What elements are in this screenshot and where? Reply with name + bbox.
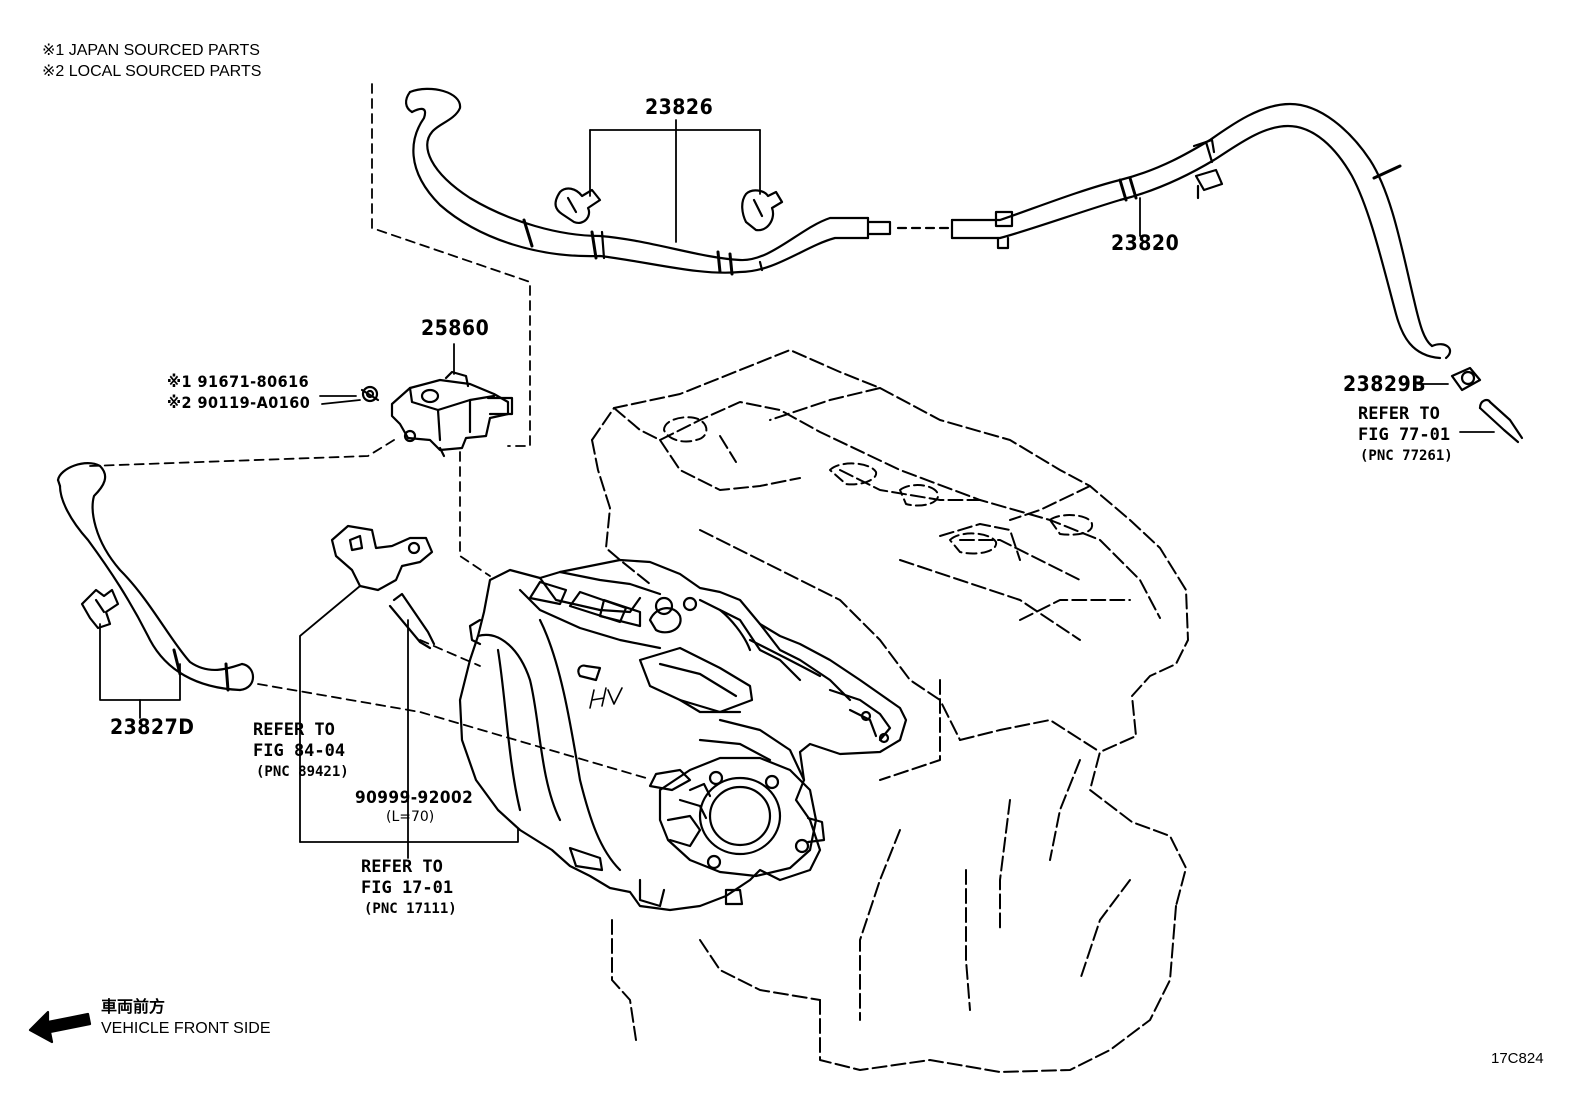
refer-to-label-17: REFER TO (361, 857, 443, 877)
pnc-89421-label: (PNC 89421) (256, 764, 349, 780)
fig-84-04-link[interactable]: FIG 84-04 (253, 741, 346, 761)
pnc-17111-label: (PNC 17111) (364, 901, 457, 917)
fig-77-01-link[interactable]: FIG 77-01 (1358, 425, 1451, 445)
sensor-89421 (299, 524, 434, 843)
leader-23827D (99, 623, 181, 719)
part-number-91671-80616[interactable]: ※1 91671-80616 (167, 372, 310, 391)
vehicle-front-jp-label: 車両前方 (101, 997, 166, 1016)
part-number-90119-A0160[interactable]: ※2 90119-A0160 (167, 393, 311, 412)
intake-manifold (458, 558, 908, 912)
diagram-id: 17C824 (1491, 1050, 1544, 1067)
vsv-25860 (390, 343, 514, 458)
hose-23826 (405, 87, 892, 276)
refer-to-label-84: REFER TO (253, 720, 335, 740)
note-japan-sourced: ※1 JAPAN SOURCED PARTS (42, 42, 260, 59)
clip-23827D (80, 588, 120, 630)
fig-17-01-link[interactable]: FIG 17-01 (361, 878, 454, 898)
hose-23820 (950, 102, 1452, 360)
dashed-guides (89, 83, 647, 779)
pnc-77261-label: (PNC 77261) (1360, 448, 1453, 464)
clip-right-23826 (741, 189, 784, 232)
part-number-23820[interactable]: 23820 (1111, 231, 1180, 255)
hose-23827D (56, 462, 255, 692)
refer-to-label-77: REFER TO (1358, 404, 1440, 424)
engine-cover-shapes (663, 416, 1094, 555)
front-direction-arrow-icon (28, 1010, 92, 1044)
vehicle-front-en-label: VEHICLE FRONT SIDE (101, 1020, 271, 1037)
clip-left-23826 (554, 187, 602, 224)
part-number-25860[interactable]: 25860 (421, 316, 490, 340)
hose-fig77 (1459, 398, 1524, 444)
leader-23826 (589, 119, 761, 243)
part-number-23826[interactable]: 23826 (645, 95, 714, 119)
clip-23820-left (994, 210, 1014, 250)
clamp-23829B (1417, 366, 1482, 392)
engine-block-outline (591, 349, 1189, 1073)
part-number-23829B[interactable]: 23829B (1343, 372, 1427, 396)
part-number-23827D[interactable]: 23827D (110, 715, 195, 739)
hose-length-label: (L=70) (386, 809, 435, 825)
hv-label-icon (589, 687, 623, 709)
bolt-91671 (319, 385, 380, 405)
clip-23820-right (1192, 138, 1224, 200)
part-number-90999-92002[interactable]: 90999-92002 (355, 788, 474, 808)
note-local-sourced: ※2 LOCAL SOURCED PARTS (42, 63, 262, 80)
hose-90999-92002 (299, 592, 519, 859)
